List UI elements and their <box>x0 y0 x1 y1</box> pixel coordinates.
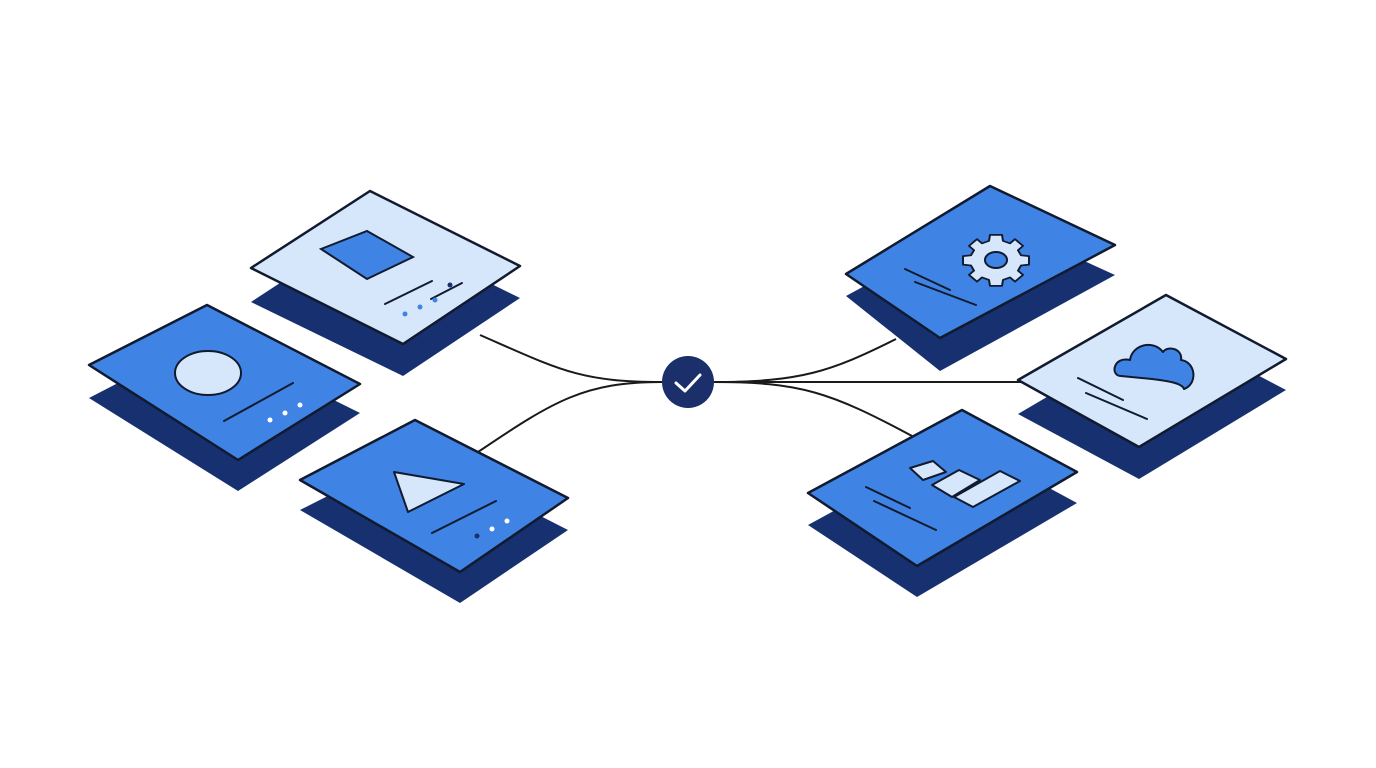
cloud-icon <box>1113 343 1195 390</box>
card-gear <box>844 184 1117 371</box>
card-dots <box>402 282 453 317</box>
hub-node <box>662 356 714 408</box>
connector-bar-chart <box>713 381 913 437</box>
circle-icon <box>174 350 242 396</box>
card-text-lines <box>384 280 463 305</box>
card-text-lines <box>904 268 977 306</box>
card-triangle <box>298 418 570 603</box>
card-cloud <box>1016 293 1288 479</box>
connectors <box>477 334 1022 453</box>
card-circle <box>87 303 362 491</box>
card-text-lines <box>1077 377 1148 420</box>
card-dots <box>474 518 510 539</box>
square-icon <box>318 229 416 281</box>
gear-icon <box>962 234 1030 287</box>
card-text-lines <box>431 500 497 534</box>
connector-triangle <box>477 381 663 453</box>
connector-square <box>479 334 663 383</box>
card-square <box>249 189 522 376</box>
bar-chart-icon <box>909 460 1021 508</box>
triangle-icon <box>393 471 465 513</box>
connector-gear <box>713 338 897 383</box>
card-dots <box>267 402 303 423</box>
check-icon <box>674 373 702 393</box>
card-bar-chart <box>806 408 1079 597</box>
card-text-lines <box>223 382 294 422</box>
card-text-lines <box>865 486 937 531</box>
